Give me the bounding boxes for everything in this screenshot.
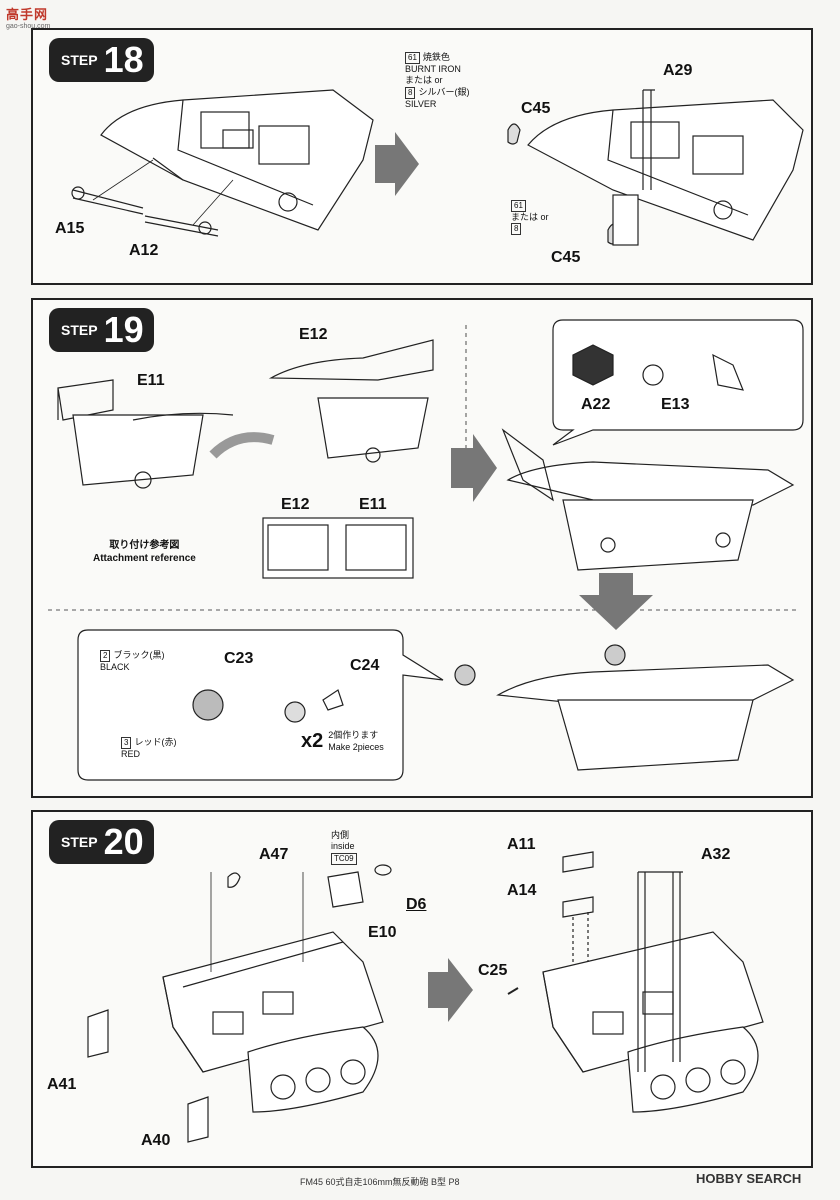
part-a40: A40 — [141, 1132, 171, 1149]
hobby-search-logo: HOBBY SEARCH — [696, 1171, 802, 1186]
part-c25: C25 — [478, 962, 508, 979]
watermark-title: 高手网 — [6, 7, 49, 22]
part-a12: A12 — [129, 242, 159, 259]
paint-code: 8 — [511, 223, 522, 236]
step-number: 19 — [103, 309, 144, 350]
step-19-panel: STEP 19 — [31, 298, 813, 798]
part-e11: E11 — [137, 372, 165, 389]
make-multiplier: x2 — [301, 730, 324, 752]
step-19-drawing — [48, 319, 804, 781]
step-20-tag: STEP 20 — [49, 820, 154, 864]
part-a15: A15 — [55, 220, 85, 237]
part-e10: E10 — [368, 924, 397, 941]
watermark-url: gao-shou.com — [6, 23, 51, 30]
paint-name-en: SILVER — [405, 98, 437, 109]
part-c45-bottom: C45 — [551, 249, 581, 266]
attachment-reference: 取り付け参考図 Attachment reference — [93, 540, 196, 565]
paint-name-jp: シルバー(銀) — [418, 86, 470, 97]
paint-code: 2 — [100, 650, 111, 662]
step-20-drawing — [87, 851, 764, 1143]
step-19-tag: STEP 19 — [49, 308, 154, 352]
page-footer: FM45 60式自走106mm無反動砲 B型 P8 — [300, 1177, 460, 1187]
step-18-panel: STEP 18 — [31, 28, 813, 285]
make-count: x2 2個作ります Make 2pieces — [301, 730, 384, 753]
part-c45-top: C45 — [521, 100, 551, 117]
make-jp: 2個作ります — [328, 730, 379, 741]
watermark: 高手网 gao-shou.com — [6, 4, 50, 30]
part-c23: C23 — [224, 650, 254, 667]
make-en: Make 2pieces — [328, 741, 384, 752]
part-a14: A14 — [507, 882, 537, 899]
paint-code: 61 — [405, 52, 420, 64]
step-18-drawing — [71, 89, 804, 246]
part-e12: E12 — [299, 326, 328, 343]
paint-name-en: BLACK — [100, 662, 130, 672]
inside-jp: 内側 — [331, 830, 350, 840]
paint-or: または or — [405, 75, 443, 86]
part-a29: A29 — [663, 62, 693, 79]
part-a11: A11 — [507, 836, 536, 853]
part-a22: A22 — [581, 396, 611, 413]
step-18-tag: STEP 18 — [49, 38, 154, 82]
part-c24: C24 — [350, 657, 380, 674]
paint-code: 3 — [121, 737, 132, 749]
paint-name-en: BURNT IRON — [405, 64, 461, 74]
paint-name-en: RED — [121, 749, 141, 759]
step-number: 18 — [103, 39, 144, 80]
part-a32: A32 — [701, 846, 731, 863]
part-e13: E13 — [661, 396, 690, 413]
reference-jp: 取り付け参考図 — [109, 540, 180, 551]
part-e11-ref: E11 — [359, 496, 387, 513]
paint-or: または or — [511, 212, 549, 222]
paint-callout-bottom: 61 または or 8 — [511, 200, 549, 236]
step-word: STEP — [61, 834, 98, 850]
step-20-panel: STEP 20 — [31, 810, 813, 1168]
part-e12-ref: E12 — [281, 496, 310, 513]
inside-note: 内側 inside TC09 — [331, 830, 360, 865]
inside-en: inside — [331, 841, 355, 852]
paint-name-jp: 焼鉄色 — [422, 52, 450, 62]
inside-code: TC09 — [331, 852, 357, 865]
part-d6: D6 — [406, 896, 427, 913]
part-a41: A41 — [47, 1076, 77, 1093]
step-word: STEP — [61, 52, 98, 68]
paint-name-jp: ブラック(黒) — [113, 650, 165, 660]
reference-en: Attachment reference — [93, 552, 196, 564]
paint-code: 8 — [405, 86, 416, 99]
step-number: 20 — [103, 821, 144, 862]
paint-name-jp: レッド(赤) — [134, 737, 177, 747]
step-word: STEP — [61, 322, 98, 338]
paint-code: 61 — [511, 200, 526, 212]
part-a47: A47 — [259, 846, 289, 863]
